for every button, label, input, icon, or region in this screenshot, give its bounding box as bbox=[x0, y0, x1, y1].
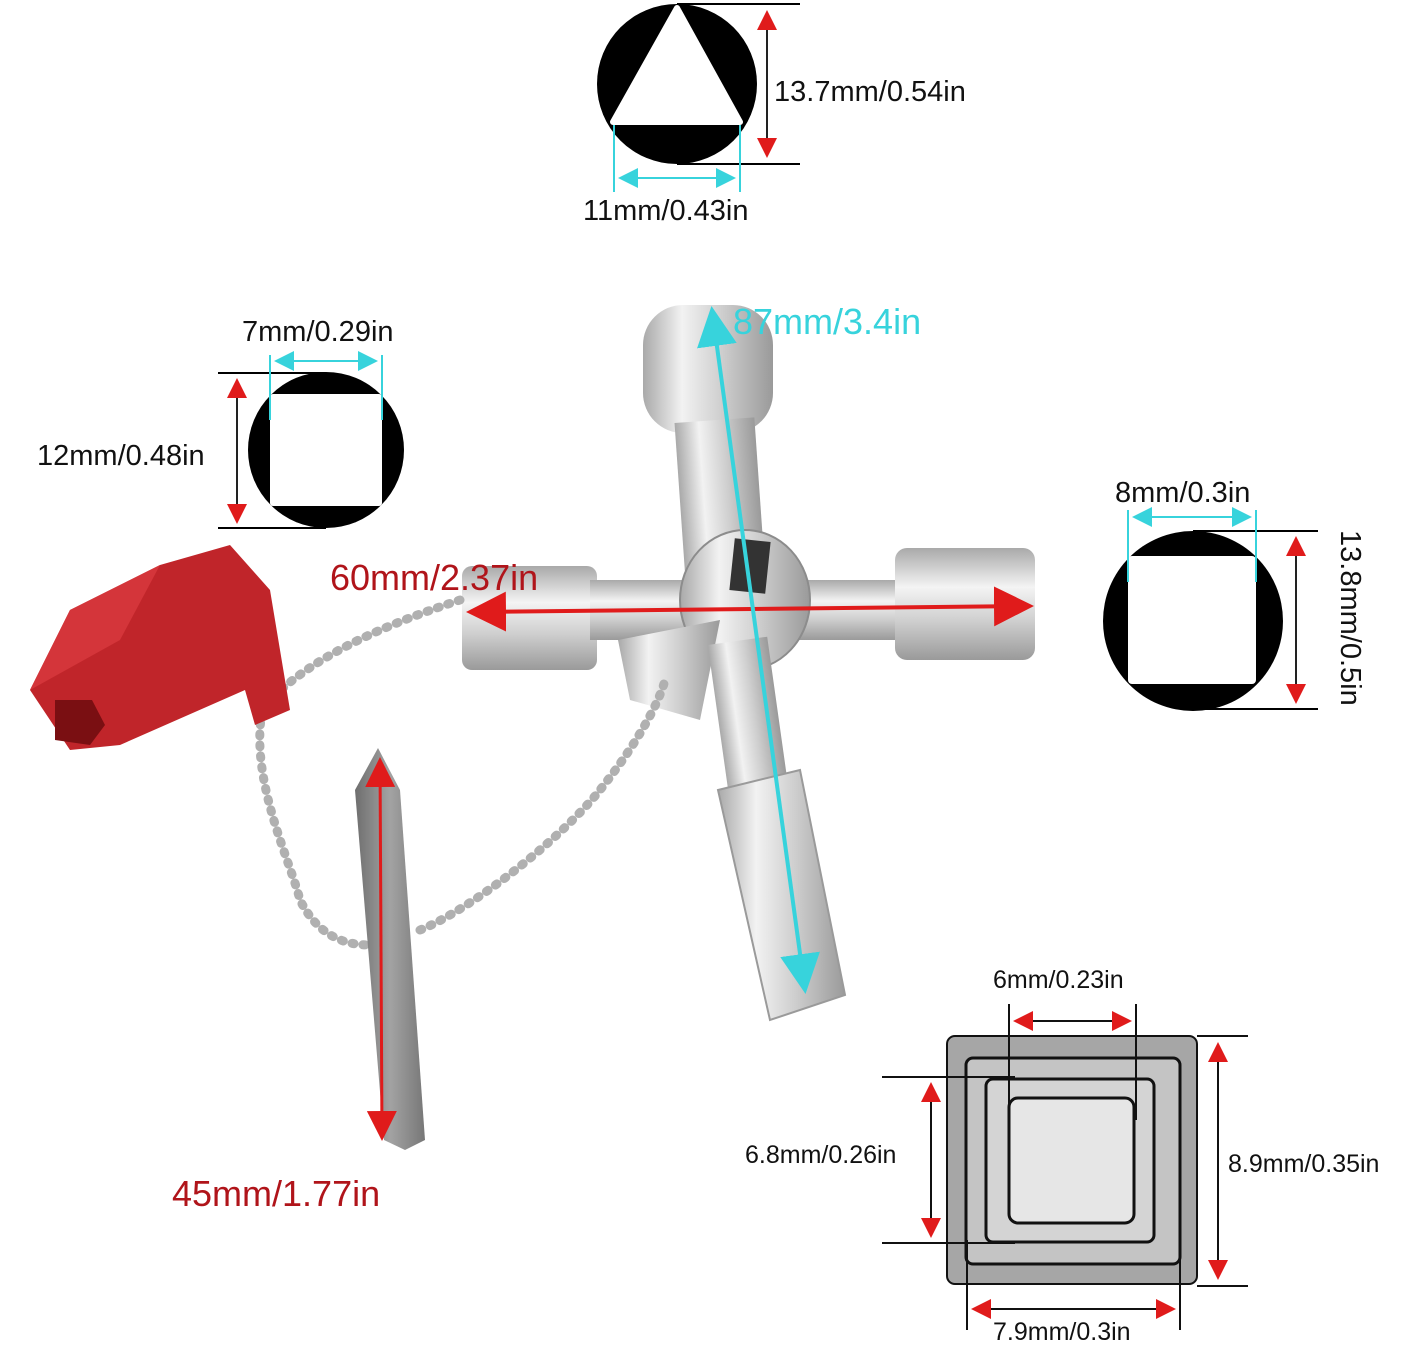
stepped-inner-width-label: 6mm/0.23in bbox=[993, 966, 1124, 994]
screwdriver-bit bbox=[355, 748, 425, 1150]
triangle-height-label: 13.7mm/0.54in bbox=[774, 76, 966, 108]
bit-length-label: 45mm/1.77in bbox=[172, 1173, 381, 1214]
key-length-label: 87mm/3.4in bbox=[733, 301, 922, 342]
stepped-outer-width-label: 7.9mm/0.3in bbox=[993, 1318, 1131, 1346]
small-square-profile bbox=[218, 351, 404, 529]
stepped-square-profile bbox=[882, 1004, 1248, 1330]
stepped-outer-height-label: 8.9mm/0.35in bbox=[1228, 1150, 1380, 1178]
triangle-profile bbox=[597, 3, 800, 192]
key-width-label: 60mm/2.37in bbox=[330, 557, 539, 598]
key-length-arrow bbox=[697, 306, 820, 994]
stepped-mid-height-label: 6.8mm/0.26in bbox=[745, 1141, 897, 1169]
large-square-height-label: 13.8mm/0.5in bbox=[1334, 530, 1366, 706]
small-square-height-label: 12mm/0.48in bbox=[37, 440, 205, 472]
large-square-profile bbox=[1103, 507, 1318, 711]
cross-key bbox=[462, 305, 1035, 1022]
small-square-width-label: 7mm/0.29in bbox=[242, 316, 394, 348]
red-adapter bbox=[30, 545, 290, 750]
triangle-width-label: 11mm/0.43in bbox=[583, 195, 749, 227]
large-square-width-label: 8mm/0.3in bbox=[1115, 477, 1251, 509]
ball-chain bbox=[255, 595, 670, 950]
